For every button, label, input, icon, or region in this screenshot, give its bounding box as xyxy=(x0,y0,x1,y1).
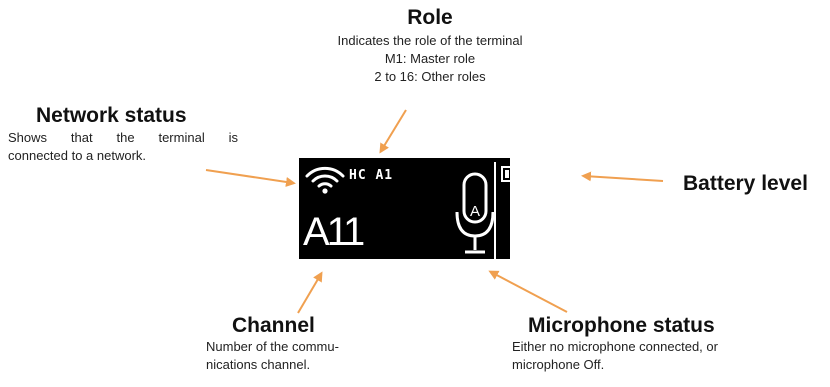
microphone-status-desc-line-1: Either no microphone connected, or xyxy=(512,339,718,354)
network-status-desc: Shows that the terminal is connected to … xyxy=(8,129,238,165)
role-callout: Role Indicates the role of the terminal … xyxy=(300,6,560,86)
wifi-icon xyxy=(305,166,345,194)
battery-level-title: Battery level xyxy=(683,172,808,195)
microphone-status-desc-line-2: microphone Off. xyxy=(512,357,605,372)
network-status-title: Network status xyxy=(36,104,187,127)
role-desc-line-1: Indicates the role of the terminal xyxy=(337,33,523,48)
network-status-callout: Network status Shows that the terminal i… xyxy=(8,104,238,165)
role-title: Role xyxy=(407,6,453,29)
terminal-display: HC A1 A11 A xyxy=(299,158,533,259)
arrow-battery-level xyxy=(581,171,664,182)
microphone-status-callout: Microphone status Either no microphone c… xyxy=(512,314,812,374)
screen-role-text: HC A1 xyxy=(349,168,394,183)
microphone-icon: A xyxy=(455,172,495,254)
channel-title: Channel xyxy=(232,314,315,337)
microphone-letter: A xyxy=(470,203,480,220)
channel-desc-line-2: nications channel. xyxy=(206,357,311,372)
screen-channel-text: A11 xyxy=(303,210,365,254)
role-desc-line-2: M1: Master role xyxy=(384,51,476,66)
arrow-role xyxy=(379,109,407,154)
arrow-channel xyxy=(297,271,323,314)
arrow-network-status xyxy=(205,169,296,187)
arrow-microphone-status xyxy=(488,270,568,313)
role-desc-line-3: 2 to 16: Other roles xyxy=(374,69,486,84)
battery-level-callout: Battery level xyxy=(683,172,808,196)
screen-divider xyxy=(494,162,496,259)
channel-callout: Channel Number of the commu- nications c… xyxy=(206,314,356,374)
channel-desc-line-1: Number of the commu- xyxy=(206,339,339,354)
battery-icon xyxy=(501,166,533,182)
microphone-status-title: Microphone status xyxy=(528,314,715,337)
network-status-desc-line-2: connected to a network. xyxy=(8,148,147,163)
network-status-desc-line-1: Shows that the terminal is xyxy=(8,130,238,145)
